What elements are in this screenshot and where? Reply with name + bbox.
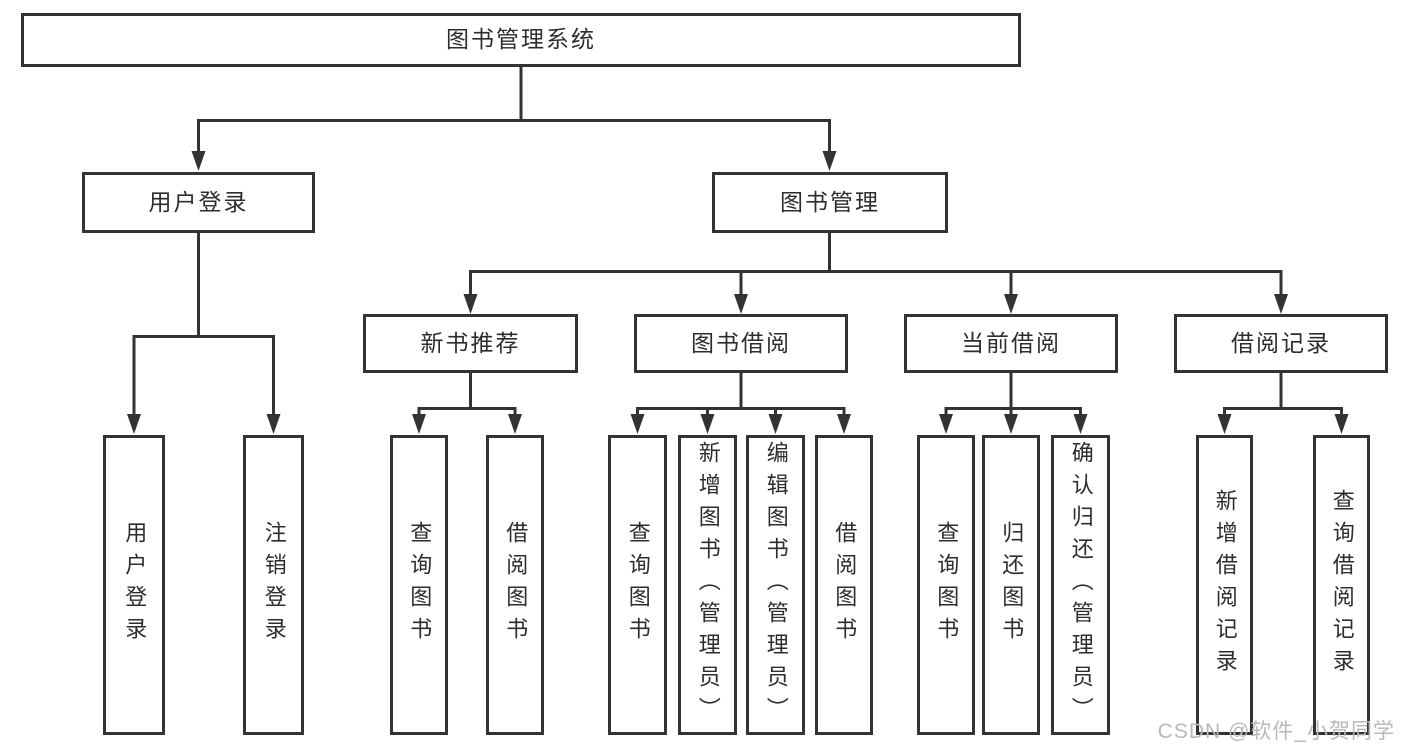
leaf-current-confirm-return-admin: 确认归还（管理员） — [1051, 435, 1110, 735]
leaf-records-query-record: 查询借阅记录 — [1313, 435, 1370, 735]
leaf-current-query-books: 查询图书 — [917, 435, 975, 735]
leaf-bookborrow-query-books: 查询图书 — [608, 435, 667, 735]
node-book-management-branch: 图书管理 — [712, 172, 948, 233]
leaf-current-return-books: 归还图书 — [982, 435, 1040, 735]
leaf-newbook-borrow-books: 借阅图书 — [486, 435, 544, 735]
node-book-borrow: 图书借阅 — [634, 314, 848, 373]
leaf-records-add-record: 新增借阅记录 — [1196, 435, 1253, 735]
leaf-bookborrow-add-books-admin: 新增图书（管理员） — [678, 435, 737, 735]
leaf-user-login: 用户登录 — [103, 435, 165, 735]
node-user-login-branch: 用户登录 — [82, 172, 315, 233]
leaf-bookborrow-borrow-books: 借阅图书 — [815, 435, 873, 735]
leaf-newbook-query-books: 查询图书 — [390, 435, 448, 735]
leaf-bookborrow-edit-books-admin: 编辑图书（管理员） — [746, 435, 805, 735]
node-current-borrow: 当前借阅 — [904, 314, 1118, 373]
node-root: 图书管理系统 — [21, 13, 1021, 67]
leaf-logout: 注销登录 — [243, 435, 304, 735]
node-new-book-recommend: 新书推荐 — [363, 314, 578, 373]
node-borrow-records: 借阅记录 — [1174, 314, 1388, 373]
